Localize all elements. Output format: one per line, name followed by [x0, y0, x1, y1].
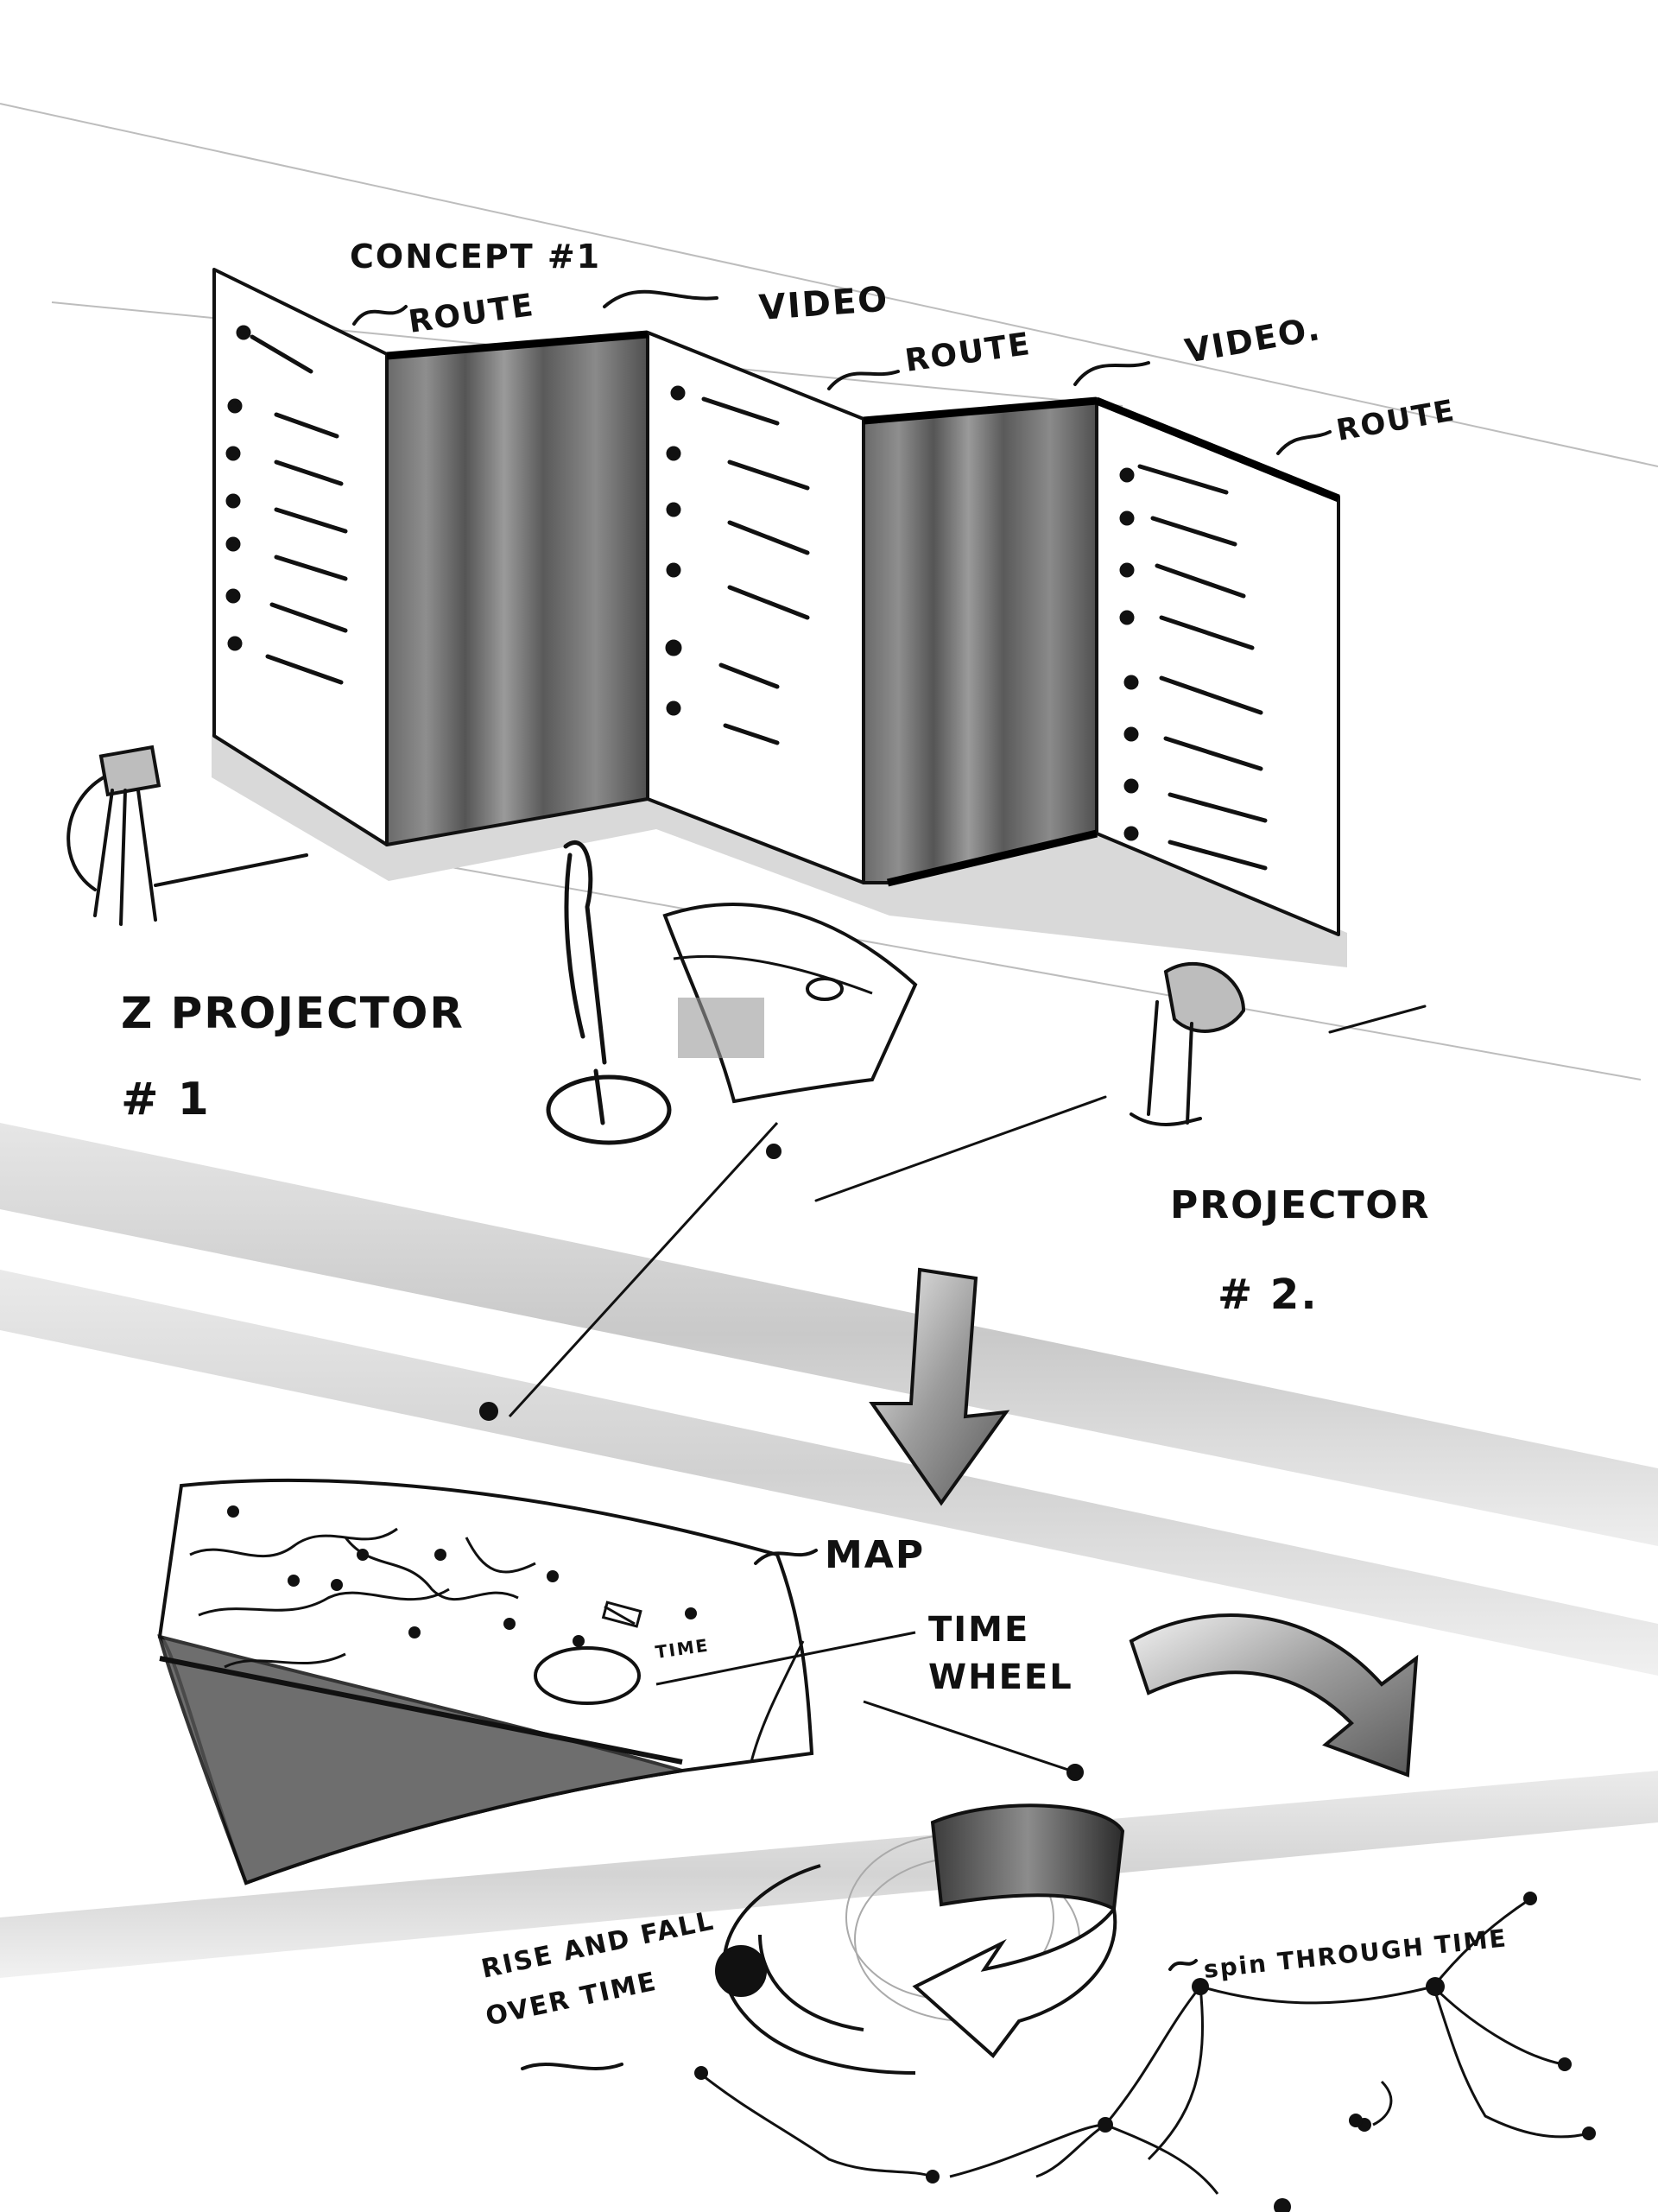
time-wheel — [715, 1803, 1125, 2075]
screen-edges — [386, 330, 1340, 887]
person-figure — [546, 840, 672, 1145]
video-screen-1 — [385, 331, 649, 846]
label-route-1: ROUTE — [407, 288, 537, 340]
label-video-1: VIDEO — [757, 280, 889, 328]
label-projector-2: PROJECTOR — [1170, 1183, 1431, 1227]
label-route-2: ROUTE — [903, 326, 1034, 379]
label-map: MAP — [825, 1533, 925, 1577]
rise-fall-network — [694, 1892, 1596, 2212]
ground-band-1 — [0, 1123, 1658, 1546]
leader-marks — [352, 289, 1332, 2070]
route-list-marks — [225, 325, 1268, 871]
video-screen-2 — [862, 397, 1098, 884]
label-concept: CONCEPT #1 — [350, 238, 601, 276]
display-wall — [212, 268, 1340, 936]
label-route-3: ROUTE — [1334, 393, 1459, 448]
projector-1 — [66, 745, 308, 926]
down-arrow — [869, 1267, 1010, 1506]
map-table-large — [157, 1478, 1084, 1886]
label-time-wheel: TIME — [928, 1610, 1029, 1650]
label-spin-through-time: spin THROUGH TIME — [1202, 1924, 1509, 1984]
route-list-2 — [665, 385, 810, 745]
ground-band-3 — [0, 1771, 1658, 1978]
map-table-small — [479, 903, 918, 1421]
label-projector-2-number: # 2. — [1218, 1271, 1319, 1319]
ground-band-2 — [0, 1270, 1658, 1676]
curved-arrow — [1129, 1613, 1419, 1778]
route-list-1 — [225, 325, 348, 685]
ground-bands — [0, 1123, 1658, 1978]
label-video-2: VIDEO. — [1182, 309, 1324, 371]
projector-2 — [814, 961, 1427, 1202]
label-projector-1: Z PROJECTOR — [121, 988, 465, 1038]
label-time-wheel-2: WHEEL — [928, 1657, 1073, 1697]
label-projector-1-number: # 1 — [121, 1074, 211, 1125]
route-list-3 — [1119, 464, 1268, 871]
